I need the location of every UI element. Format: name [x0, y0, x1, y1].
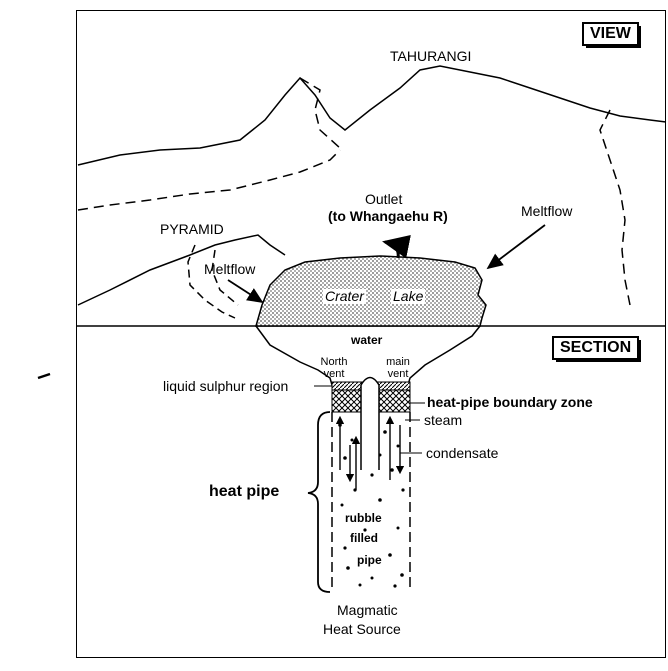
- dashed-snowline-right: [599, 109, 631, 306]
- north-vent-line2: vent: [323, 368, 345, 381]
- pyramid-meltflow-dashed-2: [211, 249, 239, 306]
- meltflow-arrow-right: [486, 224, 546, 270]
- water-label: water: [351, 333, 383, 347]
- crater-lake: [255, 255, 487, 327]
- outlet-destination-label: (to Whangaehu R): [328, 208, 448, 224]
- condensate-label: condensate: [426, 445, 499, 461]
- pyramid-ridge: [77, 234, 286, 306]
- lake-label: Lake: [391, 288, 426, 305]
- section-panel-label: SECTION: [552, 336, 642, 362]
- filled-label: filled: [350, 531, 379, 545]
- tahurangi-label: TAHURANGI: [390, 48, 472, 64]
- magmatic-label: Magmatic: [337, 602, 398, 618]
- heat-pipe-label: heat pipe: [209, 483, 280, 500]
- rubble-label: rubble: [345, 511, 382, 525]
- pyramid-meltflow-dashed: [187, 244, 236, 319]
- main-vent-conduit: [360, 376, 380, 470]
- steam-label: steam: [424, 412, 463, 428]
- outlet-label: Outlet: [365, 191, 403, 207]
- meltflow-arrow-left: [227, 279, 264, 303]
- north-vent-label: North vent: [314, 356, 354, 380]
- diagram-frame: [76, 10, 666, 658]
- meltflow-left-label: Meltflow: [204, 261, 256, 277]
- dashed-snowline-left: [77, 149, 341, 211]
- crater-label: Crater: [323, 288, 366, 305]
- outlet-arrow: [382, 234, 411, 259]
- margin-mark: [37, 372, 51, 380]
- dashed-snowline-peak: [299, 77, 341, 149]
- view-panel-label: VIEW: [582, 22, 641, 48]
- heat-pipe-brace: [307, 411, 331, 593]
- pyramid-label: PYRAMID: [160, 221, 224, 237]
- liquid-sulphur-label: liquid sulphur region: [163, 378, 289, 394]
- tahurangi-ridge: [77, 65, 667, 166]
- pipe-label: pipe: [357, 553, 382, 567]
- heat-pipe-boundary-label: heat-pipe boundary zone: [427, 394, 593, 410]
- north-vent-line1: North: [320, 356, 348, 368]
- heat-source-label: Heat Source: [323, 621, 401, 637]
- convection-arrows: [335, 415, 405, 490]
- main-vent-label: main vent: [378, 356, 418, 380]
- main-vent-line1: main: [386, 356, 410, 368]
- main-vent-line2: vent: [387, 368, 409, 381]
- meltflow-right-label: Meltflow: [521, 203, 573, 219]
